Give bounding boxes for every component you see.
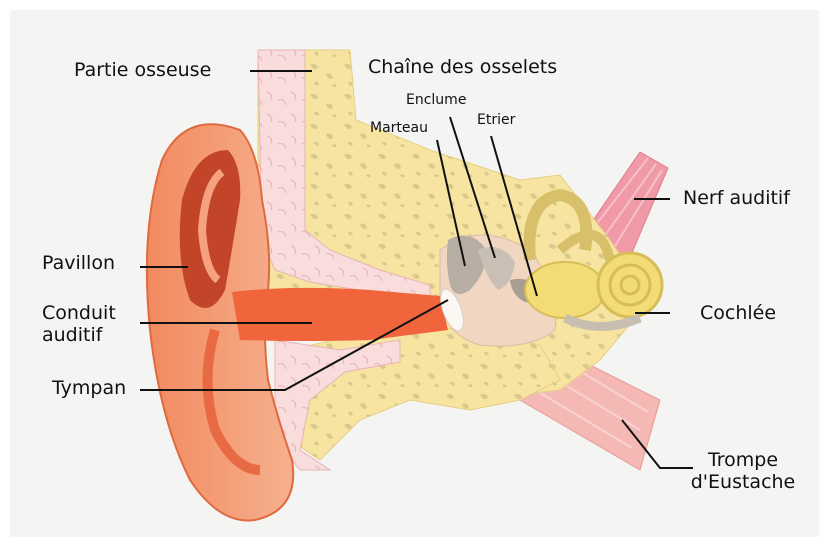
label-conduit-line2: auditif <box>42 325 116 347</box>
label-trompe-eustache: Trompe d'Eustache <box>688 450 798 494</box>
label-nerf-auditif: Nerf auditif <box>683 188 790 210</box>
lower-bone-shape <box>290 325 560 460</box>
label-etrier: Etrier <box>477 112 515 128</box>
label-enclume: Enclume <box>406 92 466 108</box>
label-conduit-auditif: Conduit auditif <box>42 303 116 347</box>
cochlea-spiral <box>598 253 662 317</box>
label-conduit-line1: Conduit <box>42 303 116 325</box>
label-marteau: Marteau <box>370 120 428 136</box>
label-tympan: Tympan <box>52 378 126 400</box>
label-trompe-line1: Trompe <box>688 450 798 472</box>
label-pavillon: Pavillon <box>42 253 115 275</box>
label-trompe-line2: d'Eustache <box>688 472 798 494</box>
vestibule-shape <box>525 262 605 318</box>
label-chaine-osselets: Chaîne des osselets <box>368 57 557 79</box>
label-partie-osseuse: Partie osseuse <box>74 60 211 82</box>
label-cochlee: Cochlée <box>700 303 776 325</box>
ear-canal-shape <box>232 288 448 341</box>
